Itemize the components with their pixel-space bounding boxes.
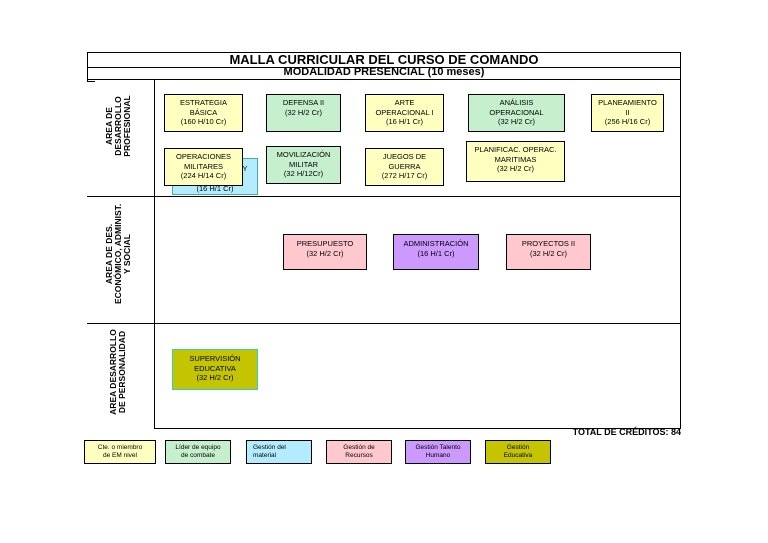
course-presupuesto[interactable]: PRESUPUESTO (32 H/2 Cr) — [283, 234, 367, 270]
course-operaciones-militares[interactable]: OPERACIONES MILITARES (224 H/14 Cr) — [164, 148, 243, 186]
area-column-divider — [154, 80, 155, 428]
row-divider-1 — [87, 196, 681, 197]
course-analisis-operacional[interactable]: ANÁLISIS OPERACIONAL (32 H/2 Cr) — [468, 94, 565, 132]
page-title: MALLA CURRICULAR DEL CURSO DE COMANDO — [87, 52, 681, 68]
row-divider-2 — [87, 323, 681, 324]
course-supervision-educativa[interactable]: SUPERVISIÓN EDUCATIVA (32 H/2 Cr) — [172, 349, 258, 390]
area-label-personalidad: AREA DESARROLLO DE PERSONALIDAD — [108, 329, 127, 415]
course-estrategia-basica[interactable]: ESTRATEGIA BÁSICA (160 H/10 Cr) — [164, 94, 243, 132]
page-subtitle: MODALIDAD PRESENCIAL (10 meses) — [87, 66, 681, 80]
course-proyectos-ii[interactable]: PROYECTOS II (32 H/2 Cr) — [506, 234, 591, 270]
area-label-economico: AREA DE DES. ECONÓMICO, ADMINIST. Y SOCI… — [104, 203, 132, 304]
bottom-border — [154, 428, 681, 429]
course-juegos-de-guerra[interactable]: JUEGOS DE GUERRA (272 H/17 Cr) — [365, 148, 444, 186]
course-planificac-operac-maritimas[interactable]: PLANIFICAC. OPERAC. MARITIMAS (32 H/2 Cr… — [466, 141, 565, 182]
course-movilizacion-militar[interactable]: MOVILIZACIÓN MILITAR (32 H/12Cr) — [266, 146, 341, 184]
course-planeamiento-ii[interactable]: PLANEAMIENTO II (256 H/16 Cr) — [591, 94, 664, 132]
right-border — [680, 80, 681, 428]
area-label-profesional: AREA DE DESARROLLO PROFESIONAL — [104, 95, 132, 157]
course-arte-operacional[interactable]: ARTE OPERACIONAL I (16 H/1 Cr) — [365, 94, 444, 132]
total-creditos: TOTAL DE CRÉDITOS: 84 — [572, 427, 681, 437]
course-defensa-ii[interactable]: DEFENSA II (32 H/2 Cr) — [266, 94, 341, 132]
course-administracion[interactable]: ADMINISTRACIÓN (16 H/1 Cr) — [393, 234, 479, 270]
tick-left-top — [87, 81, 95, 82]
